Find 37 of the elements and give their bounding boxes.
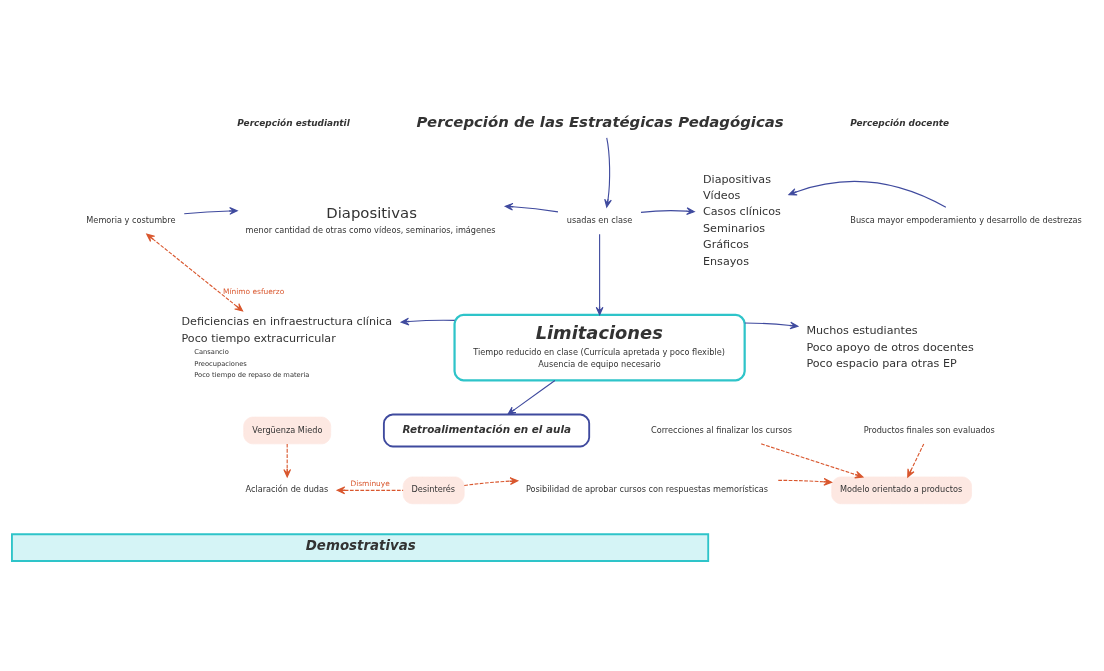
arrow (507, 379, 556, 415)
node-text: Diapositivas Vídeos Casos clínicos Seminarios Gráficos Ensayos (703, 172, 781, 268)
node-text: Posibilidad de aprobar cursos con respuestas memorísticas (525, 483, 769, 494)
node-box: Limitaciones Tiempo reducido en clase (Currícula apretada y poco flexible) Ausencia de equipo necesario (453, 313, 746, 381)
node-text: Correcciones al finalizar los cursos (650, 424, 793, 435)
arrow (744, 321, 799, 329)
node-box: Desinterés (402, 476, 465, 504)
arrow (400, 317, 456, 325)
node-box: Modelo orientado a productos (831, 476, 972, 504)
node-text: Percepción de las Estratégicas Pedagógicas (416, 112, 784, 131)
node-text: usadas en clase (566, 214, 633, 225)
arrow (777, 477, 833, 486)
arrow (604, 136, 612, 208)
node-box: Retroalimentación en el aula (382, 413, 591, 447)
arrow (595, 233, 604, 315)
edge-label: Disminuye (350, 478, 390, 488)
node-text: Productos finales son evaluados (863, 424, 995, 435)
arrow (760, 442, 864, 478)
arrow (788, 180, 947, 208)
arrow (463, 476, 519, 486)
arrow (183, 206, 238, 215)
node-text: Diapositivas menor cantidad de otras como vídeos, seminarios, imágenes (245, 203, 496, 235)
label: Percepción docente (850, 117, 950, 128)
label: Percepción estudiantil (237, 117, 350, 128)
arrow (907, 442, 925, 478)
arrow (504, 202, 559, 212)
arrow (146, 233, 244, 312)
node-box: Demostrativas (11, 532, 710, 562)
node-text: Aclaración de dudas (245, 483, 329, 494)
arrow (640, 206, 695, 215)
node-text: Memoria y costumbre (86, 214, 176, 225)
node-box: Vergüenza Miedo (243, 416, 332, 444)
arrow (283, 442, 292, 478)
node-text: Busca mayor empoderamiento y desarrollo de destrezas (850, 214, 1082, 225)
node-text: Muchos estudiantes Poco apoyo de otros docentes Poco espacio para otras EP (806, 323, 974, 370)
arrow (336, 485, 404, 494)
edge-label: Mínimo esfuerzo (223, 286, 285, 296)
